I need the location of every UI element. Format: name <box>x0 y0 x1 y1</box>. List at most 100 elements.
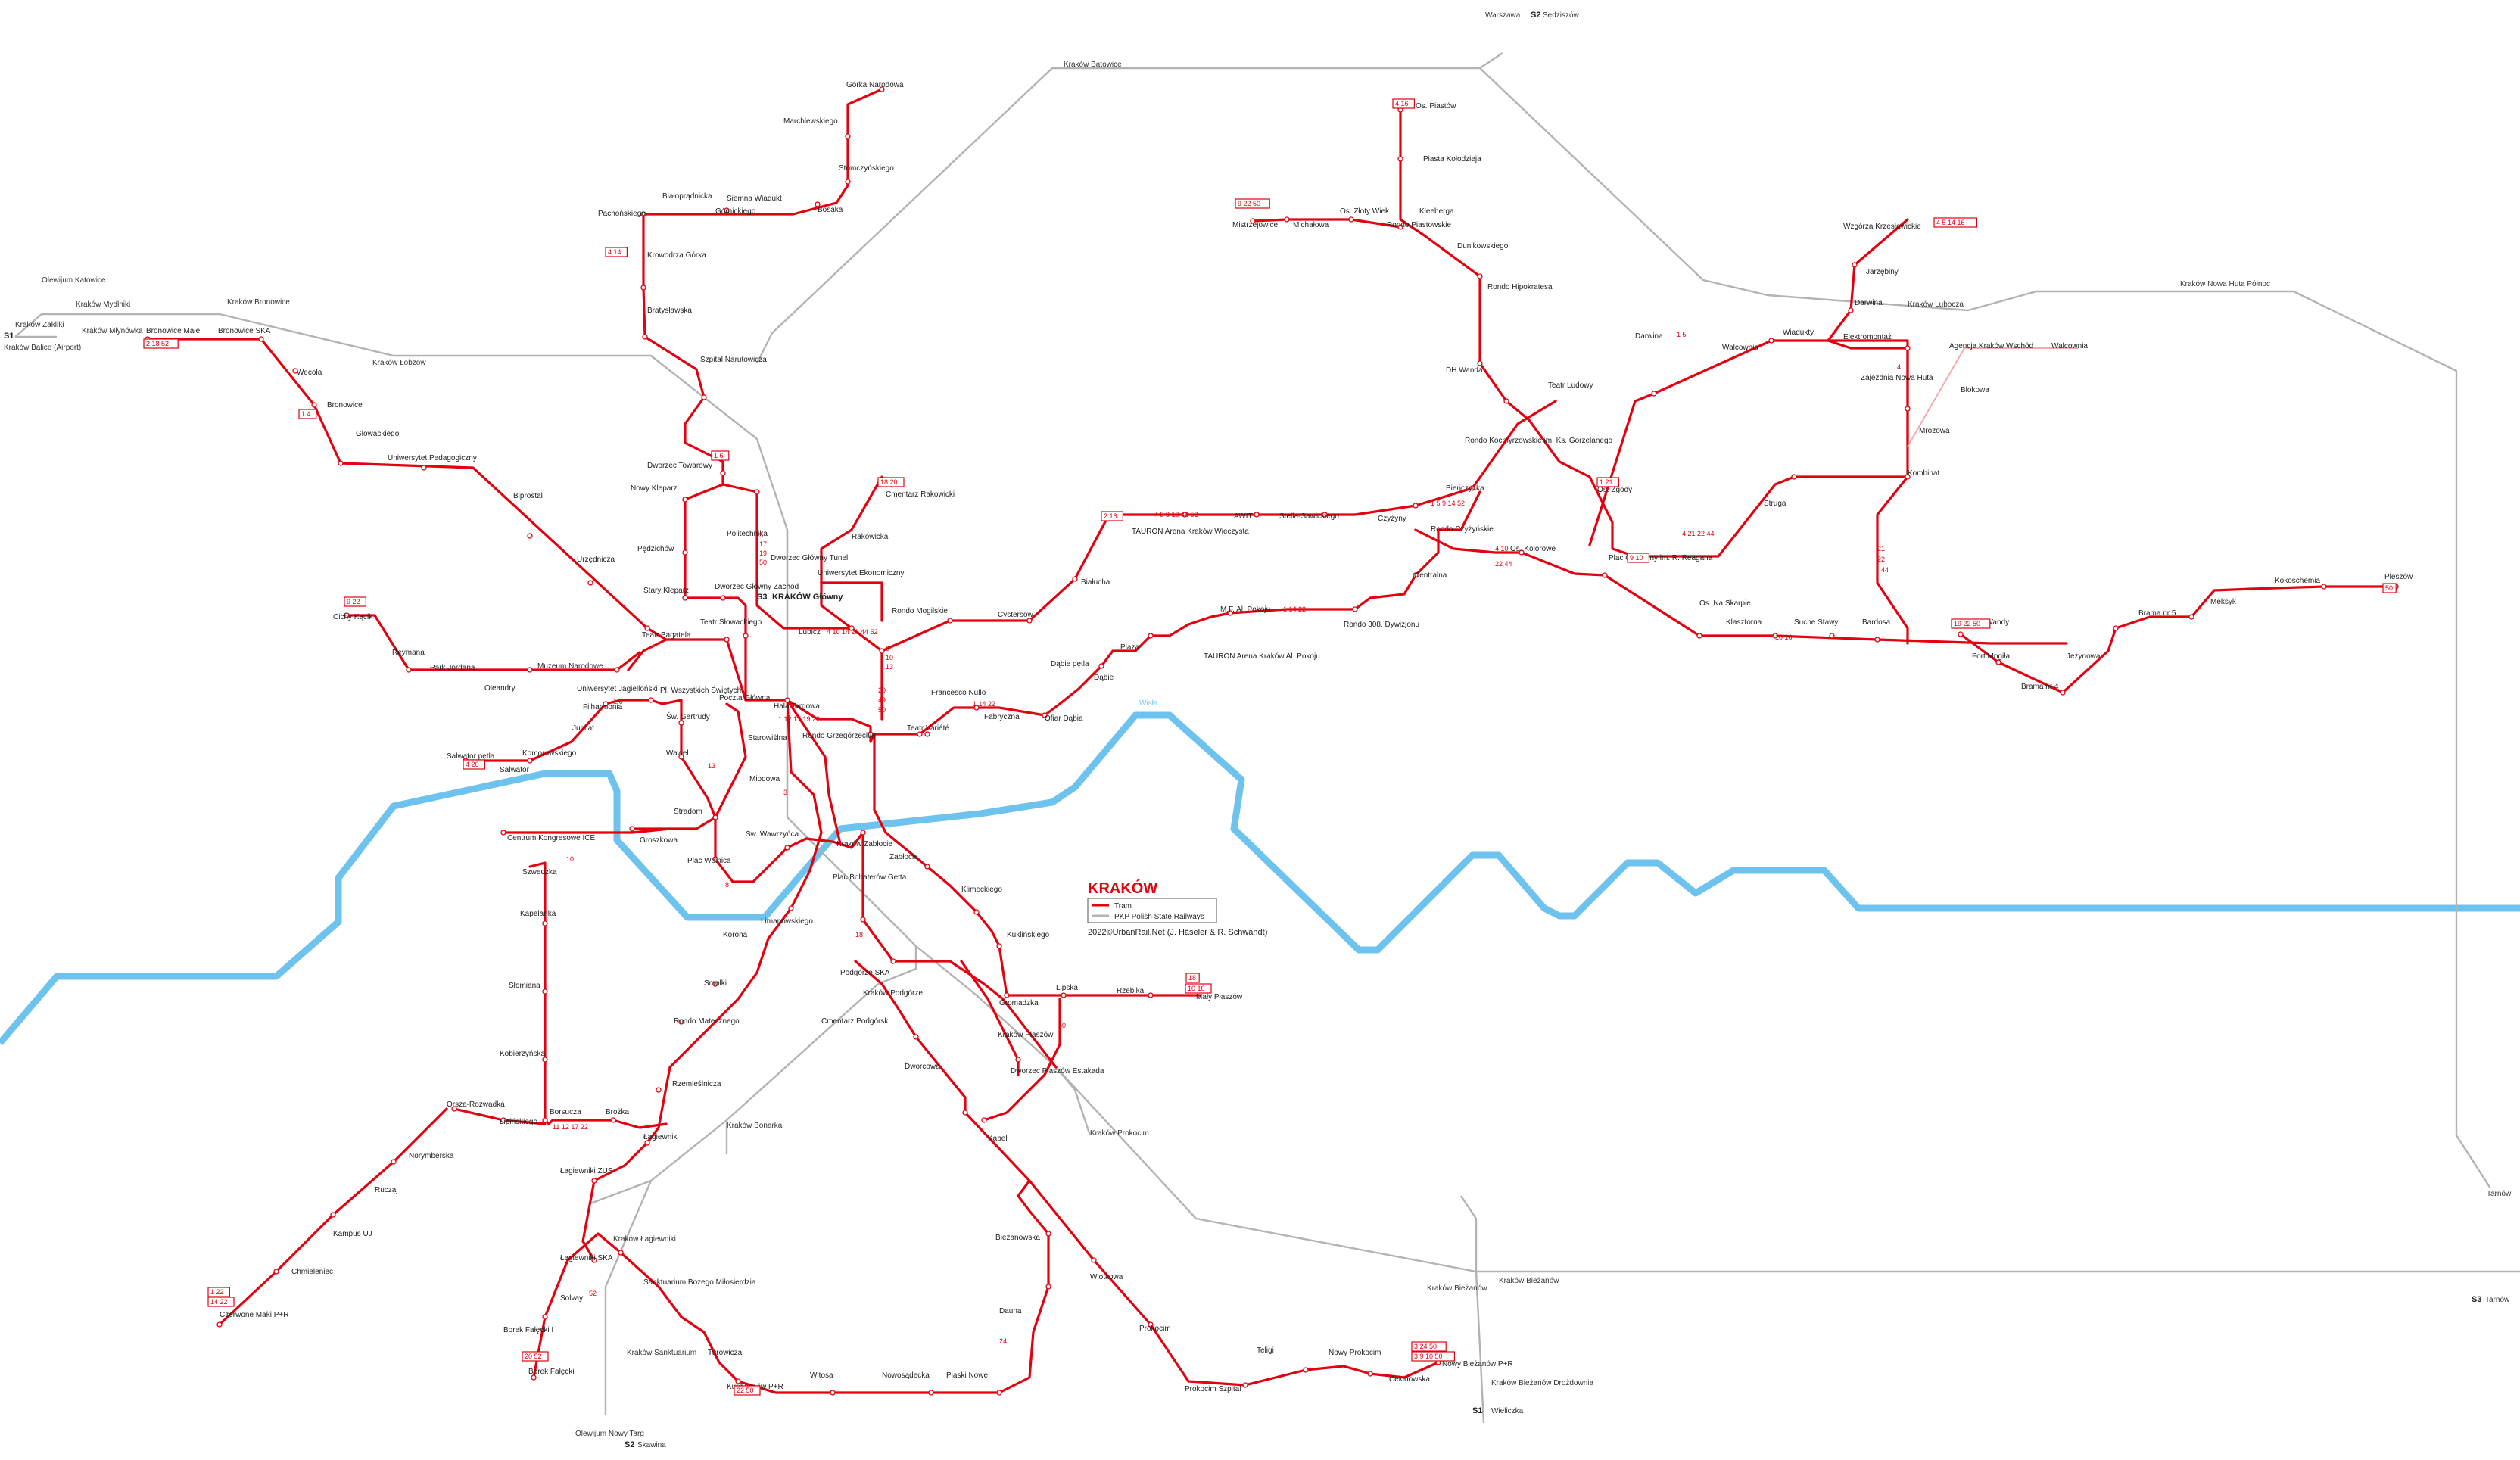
label-jarzebiny: Jarzębiny <box>1866 268 1899 276</box>
tram-stop <box>784 845 790 851</box>
label-nowy-kleparz: Nowy Kleparz <box>631 484 678 493</box>
river-label: Wisła <box>1139 699 1158 708</box>
tram-stop <box>1148 1321 1154 1328</box>
label-stomczynskiego: Stomczyńskiego <box>839 164 894 173</box>
terminus-badge-frame <box>1185 983 1212 994</box>
label-gorka-narodowa: Górka Narodowa <box>846 81 904 89</box>
label-darwina: Darwina <box>1855 299 1883 307</box>
label-rondo-matecznego: Rondo Matecznego <box>674 1017 740 1026</box>
tram-stop <box>542 988 548 995</box>
label-sw-gertrudy: Św. Gertrudy <box>666 711 710 721</box>
tram-stop <box>879 86 885 92</box>
tram-stop <box>527 667 533 673</box>
tram-stop <box>1303 1367 1309 1373</box>
tram-stop <box>1602 572 1608 578</box>
terminus-badge-frame <box>1185 973 1200 983</box>
tram-stop <box>591 1178 597 1184</box>
terminus-badge-text: 1 6 <box>714 452 724 459</box>
line-num: 1 5 <box>1677 331 1687 338</box>
tram-stop <box>292 368 298 374</box>
label-dauna: Dauna <box>999 1307 1022 1315</box>
label-uniwersytet-ekonomiczny: Uniwersytet Ekonomiczny <box>818 569 904 577</box>
tram-stop <box>1004 992 1010 998</box>
label-borek-falecki-i: Borek Fałęcki I <box>503 1326 553 1334</box>
rail-badge-s1-west: S1 <box>4 332 14 341</box>
label-muzeum-narodowe: Muzeum Narodowe <box>537 662 603 671</box>
label-mrozowa: Mrozowa <box>1919 427 1950 435</box>
tram-stop <box>527 533 533 539</box>
rail-label-mlynowka: Kraków Młynówka <box>82 327 143 335</box>
line-num: 49 <box>878 696 886 704</box>
tram-stop <box>216 1321 223 1328</box>
label-wlotkowa: Wlotkowa <box>1090 1273 1123 1281</box>
line-num: 50 <box>759 559 767 566</box>
line-num: 4 10 14 20 44 52 <box>827 628 878 636</box>
label-plac-centralny: Plac Centralny im. R. Reagana <box>1609 554 1713 562</box>
label-brozka: Brożka <box>606 1108 630 1116</box>
rail-label-skawina: Skawina <box>637 1441 666 1449</box>
label-piaski-nowe: Piaski Nowe <box>946 1371 988 1380</box>
tram-stop <box>614 667 620 673</box>
line-num: 50 <box>878 706 886 714</box>
tram-stop <box>724 637 730 643</box>
tram-stop <box>587 580 593 586</box>
tram-stop <box>1026 618 1033 624</box>
label-kokoschemia: Kokoschemia <box>2275 577 2320 585</box>
terminus-badge-text: 22 50 <box>737 1387 754 1394</box>
rail-label-balice: Kraków Balice (Airport) <box>4 344 81 352</box>
tram-stop <box>1098 663 1104 669</box>
label-lagiewniki-zus: Łagiewniki ZUS <box>560 1167 613 1175</box>
label-salwator-petla: Salwator pętla <box>447 752 495 761</box>
tram-stop <box>973 909 980 915</box>
label-czerwone-maki: Czerwone Maki P+R <box>220 1311 288 1319</box>
label-ofiar-dabia: Ofiar Dąbia <box>1045 714 1083 723</box>
tram-stop <box>1651 391 1657 397</box>
tram-stop <box>1874 637 1880 643</box>
terminus-badge-frame <box>1392 98 1415 109</box>
label-tauron-arena-pokoju: TAURON Arena Kraków Al. Pokoju <box>1204 652 1320 661</box>
tram-stop <box>1348 216 1354 223</box>
label-os-zgody: Os. Zgody <box>1597 486 1632 494</box>
tram-stop <box>1148 633 1154 639</box>
tram-stop <box>845 179 851 185</box>
label-awit: AWIT <box>1234 512 1253 521</box>
terminus-badge-text: 1 22 <box>210 1288 224 1296</box>
line-num: 4 <box>1897 363 1901 371</box>
tram-stop <box>1397 224 1403 230</box>
label-sw-wawrzynca: Św. Wawrzyńca <box>746 829 799 839</box>
rail-label-olewijum-nowytarg: Olewijum Nowy Targ <box>575 1430 644 1438</box>
tram-stop <box>1791 474 1797 480</box>
label-bronowice-ska: Bronowice SKA <box>218 327 271 335</box>
tram-stop <box>1958 631 1964 637</box>
label-cmentarz-rakowicki: Cmentarz Rakowicki <box>886 490 955 499</box>
rail-label-tarnow: Tarnów <box>2487 1190 2512 1198</box>
tram-stop <box>406 667 412 673</box>
label-meksyk: Meksyk <box>2210 598 2237 606</box>
terminus-badge-text: 4 20 <box>466 761 479 768</box>
tram-stop <box>1227 610 1233 616</box>
terminus-badge-frame <box>207 1287 230 1297</box>
line-num: 17 <box>759 540 767 548</box>
label-plaza: Plaza <box>1120 643 1139 652</box>
tram-stop <box>678 720 684 726</box>
label-kombinat: Kombinat <box>1908 469 1939 478</box>
label-kobierzynska: Kobierzyńska <box>500 1050 545 1058</box>
tram-network <box>146 88 2397 1394</box>
line-num: 18 <box>855 931 863 939</box>
tram-stop <box>451 1106 457 1112</box>
terminus-badge-frame <box>1933 217 1978 228</box>
label-bialucha: Białucha <box>1081 578 1110 587</box>
tram-stop <box>542 1057 548 1063</box>
terminus-badge-text: 4 5 14 16 <box>1936 219 1965 226</box>
label-urzednicza: Urzędnicza <box>577 556 615 564</box>
label-teatr-bagatela: Teatr Bagatela <box>642 631 691 640</box>
label-krakow-zablocie: Kraków Zabłocie <box>836 840 892 848</box>
label-elektromontaz: Elektromontaż <box>1843 333 1892 341</box>
label-borsucza: Borsucza <box>550 1108 581 1116</box>
tram-stop <box>996 1390 1002 1396</box>
label-struga: Struga <box>1764 500 1786 508</box>
label-dunikowskiego: Dunikowskiego <box>1457 242 1509 251</box>
line-num: 20 <box>878 686 886 694</box>
label-rondo-mogilskie: Rondo Mogilskie <box>892 607 948 615</box>
rail-label-luboczа: Kraków Luboczа <box>1908 300 1964 309</box>
